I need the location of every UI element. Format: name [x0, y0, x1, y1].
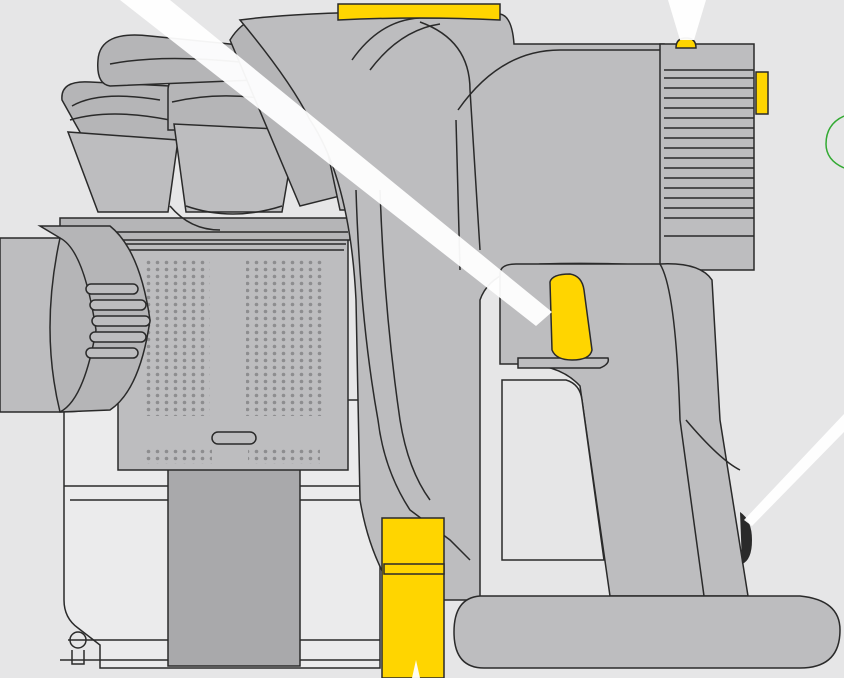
- exhaust-cap: [660, 44, 754, 270]
- side-latch: [756, 72, 768, 114]
- bin-release-lever: [382, 518, 444, 678]
- cyclone-shroud: [118, 238, 348, 470]
- top-release-catch: [338, 4, 500, 20]
- inlet-nozzle: [0, 226, 150, 412]
- battery-pack: [454, 596, 840, 668]
- bin-column: [168, 466, 300, 666]
